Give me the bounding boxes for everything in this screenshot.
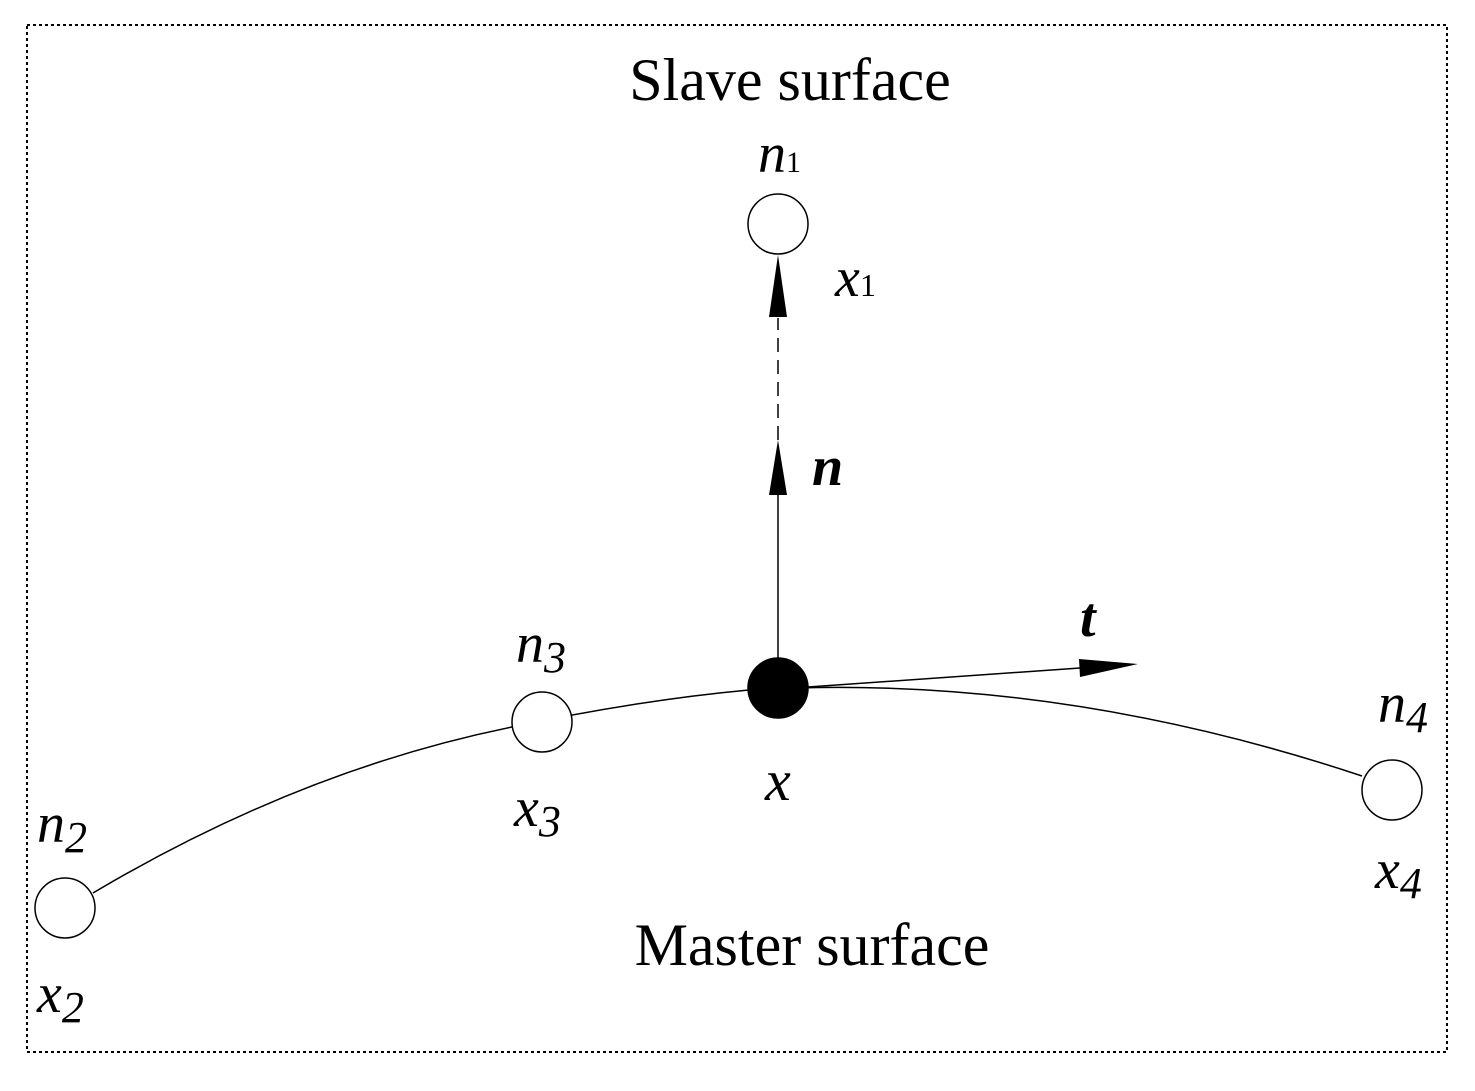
master-node-n4 — [1361, 759, 1423, 821]
slave-surface-label: Slave surface — [629, 47, 951, 113]
master-surface-curve — [92, 686, 1363, 894]
node-n4-coord: x4 — [1374, 839, 1422, 908]
tangent-vector-arrowhead — [1079, 659, 1138, 677]
master-node-n3 — [511, 691, 573, 753]
contact-point-marker — [747, 657, 809, 719]
node-n3-name: n3 — [516, 613, 566, 682]
node-n1-name: n1 — [758, 123, 801, 185]
contact-point-label: x — [764, 748, 791, 813]
master-surface-label: Master surface — [635, 912, 990, 978]
gap-vector-arrowhead — [769, 255, 787, 317]
normal-vector-label: n — [812, 436, 843, 498]
tangent-vector-label: t — [1080, 587, 1097, 649]
node-n4-name: n4 — [1378, 673, 1428, 742]
tangent-vector-line — [807, 667, 1081, 688]
node-n3-coord: x3 — [513, 777, 561, 846]
node-n2-name: n2 — [37, 793, 87, 862]
slave-node-n1 — [747, 193, 809, 255]
master-node-n2 — [34, 877, 96, 939]
diagram-frame — [26, 24, 1448, 1053]
node-n1-coord: x1 — [834, 247, 876, 309]
node-n2-coord: x2 — [36, 963, 84, 1032]
normal-vector-arrowhead — [769, 440, 787, 495]
